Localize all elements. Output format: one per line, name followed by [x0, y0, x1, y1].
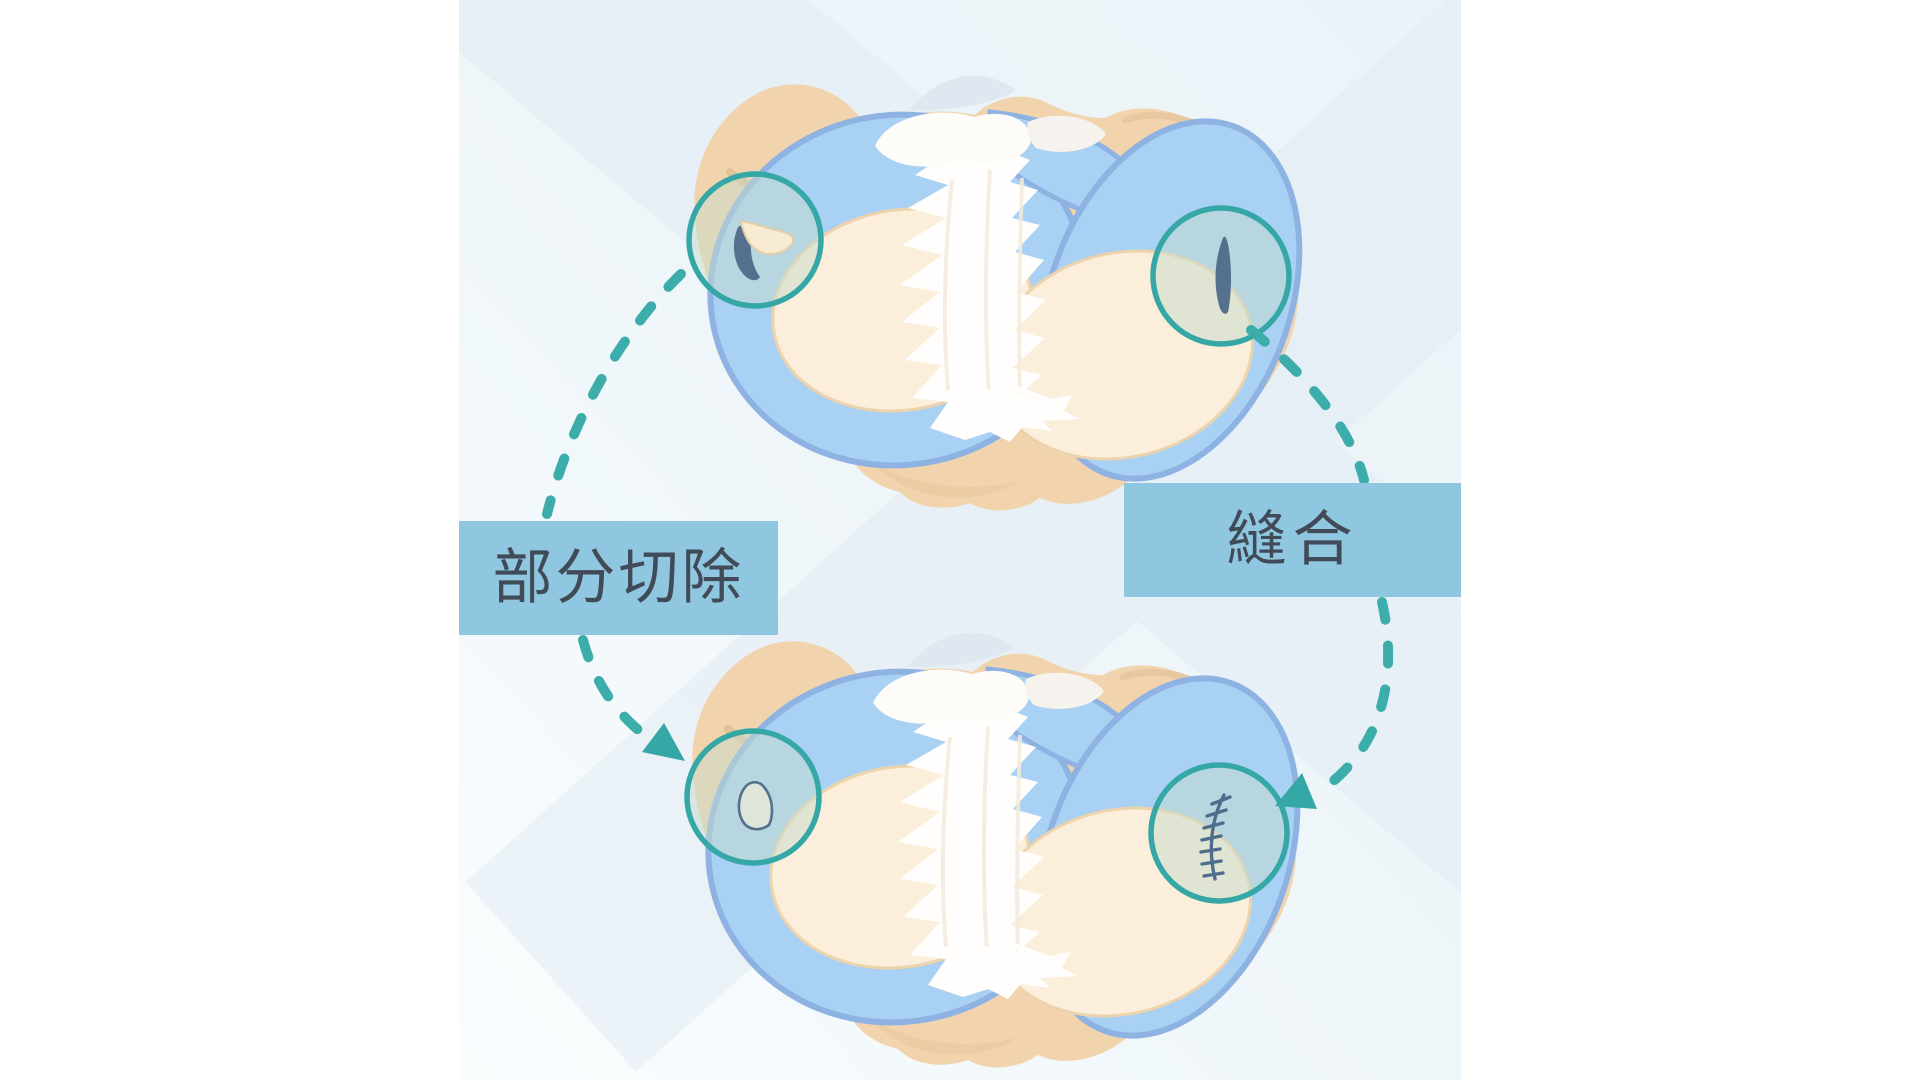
resection-outline-icon — [737, 780, 774, 831]
label-partial-resection: 部分切除 — [459, 521, 778, 635]
tear-flap-fragment — [739, 219, 795, 256]
dashed-arc-icon — [1311, 597, 1394, 799]
suture-stitches-icon — [1199, 793, 1232, 881]
arrowhead-icon — [642, 723, 685, 761]
highlight-circle-icon — [684, 728, 822, 866]
highlight-circle-icon — [1150, 205, 1292, 347]
tear-slit-icon — [1215, 236, 1231, 314]
highlight-fill — [1151, 765, 1287, 901]
dashed-arc-icon — [1246, 325, 1369, 485]
highlight-circle-icon — [686, 171, 824, 309]
dashed-arc-icon — [542, 269, 686, 519]
highlight-circle-icon — [1148, 762, 1290, 904]
knee-illustration-top — [682, 76, 1346, 515]
knee-illustration-bottom — [680, 633, 1344, 1072]
label-suture: 縫合 — [1124, 483, 1461, 597]
tear-flap-icon — [733, 225, 760, 281]
arrowhead-icon — [1275, 773, 1317, 809]
dashed-arc-icon — [578, 635, 670, 755]
flow-arcs — [542, 269, 1394, 799]
illustration-canvas: 部分切除 縫合 — [459, 0, 1461, 1080]
label-suture-text: 縫合 — [1226, 507, 1359, 573]
label-partial-resection-text: 部分切除 — [492, 545, 745, 611]
meniscus-surgery-diagram — [459, 0, 1461, 1080]
